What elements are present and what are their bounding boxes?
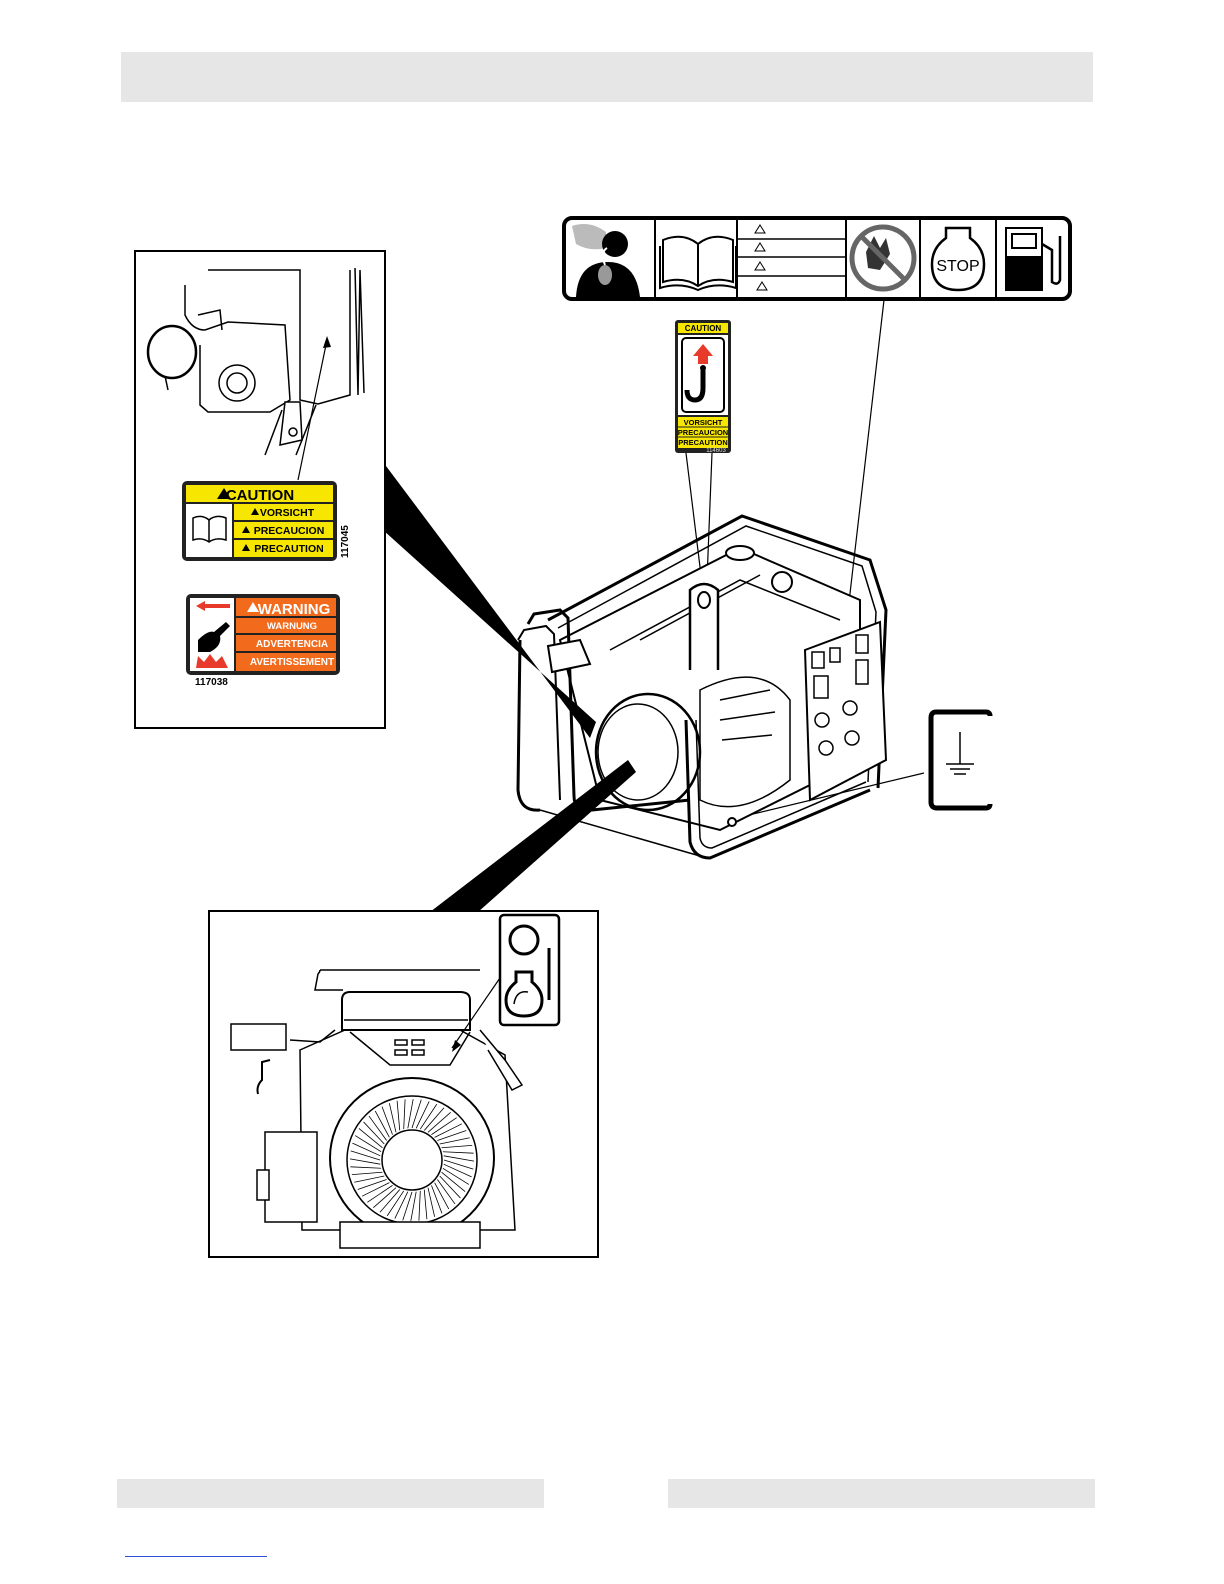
warning-title: WARNING xyxy=(258,601,331,618)
small-caution-row-3: PRECAUTION xyxy=(678,438,728,447)
caution-row-3: PRECAUTION xyxy=(254,543,323,555)
footer-link-underline[interactable] xyxy=(125,1556,267,1557)
stop-label: STOP xyxy=(936,258,979,275)
choke-on-off-icon xyxy=(500,915,559,1025)
lifting-caution-decal: CAUTION VORSICHT PRECAUCION PRECAUTION 1… xyxy=(675,320,731,454)
left-detail-box: CAUTION VORSICHT PRECAUCION PRECAUTION 1… xyxy=(135,251,596,738)
warning-row-2: ADVERTENCIA xyxy=(256,639,328,650)
caution-title: CAUTION xyxy=(226,487,294,504)
warning-number: 117038 xyxy=(195,677,228,688)
small-caution-label: CAUTION xyxy=(685,324,722,333)
caution-number: 117045 xyxy=(340,525,351,558)
small-caution-row-2: PRECAUCION xyxy=(678,428,728,437)
caution-row-1: VORSICHT xyxy=(260,507,315,519)
footer-bar-right xyxy=(668,1479,1095,1508)
footer-bar-left xyxy=(117,1479,544,1508)
bottom-detail-box xyxy=(209,760,636,1257)
no-fire-icon xyxy=(852,227,914,289)
warning-decal-117038: WARNING WARNUNG ADVERTENCIA AVERTISSEMEN… xyxy=(186,594,340,688)
ground-icon xyxy=(946,732,974,774)
caution-row-2: PRECAUCION xyxy=(254,525,325,537)
top-warning-decal: STOP xyxy=(564,218,1070,299)
warning-row-3: AVERTISSEMENT xyxy=(250,657,334,668)
small-caution-number: 114603 xyxy=(706,448,726,454)
small-caution-row-1: VORSICHT xyxy=(684,418,723,427)
ground-decal xyxy=(931,712,990,808)
caution-decal-117045: CAUTION VORSICHT PRECAUCION PRECAUTION 1… xyxy=(182,481,351,561)
warning-row-1: WARNUNG xyxy=(267,621,317,632)
